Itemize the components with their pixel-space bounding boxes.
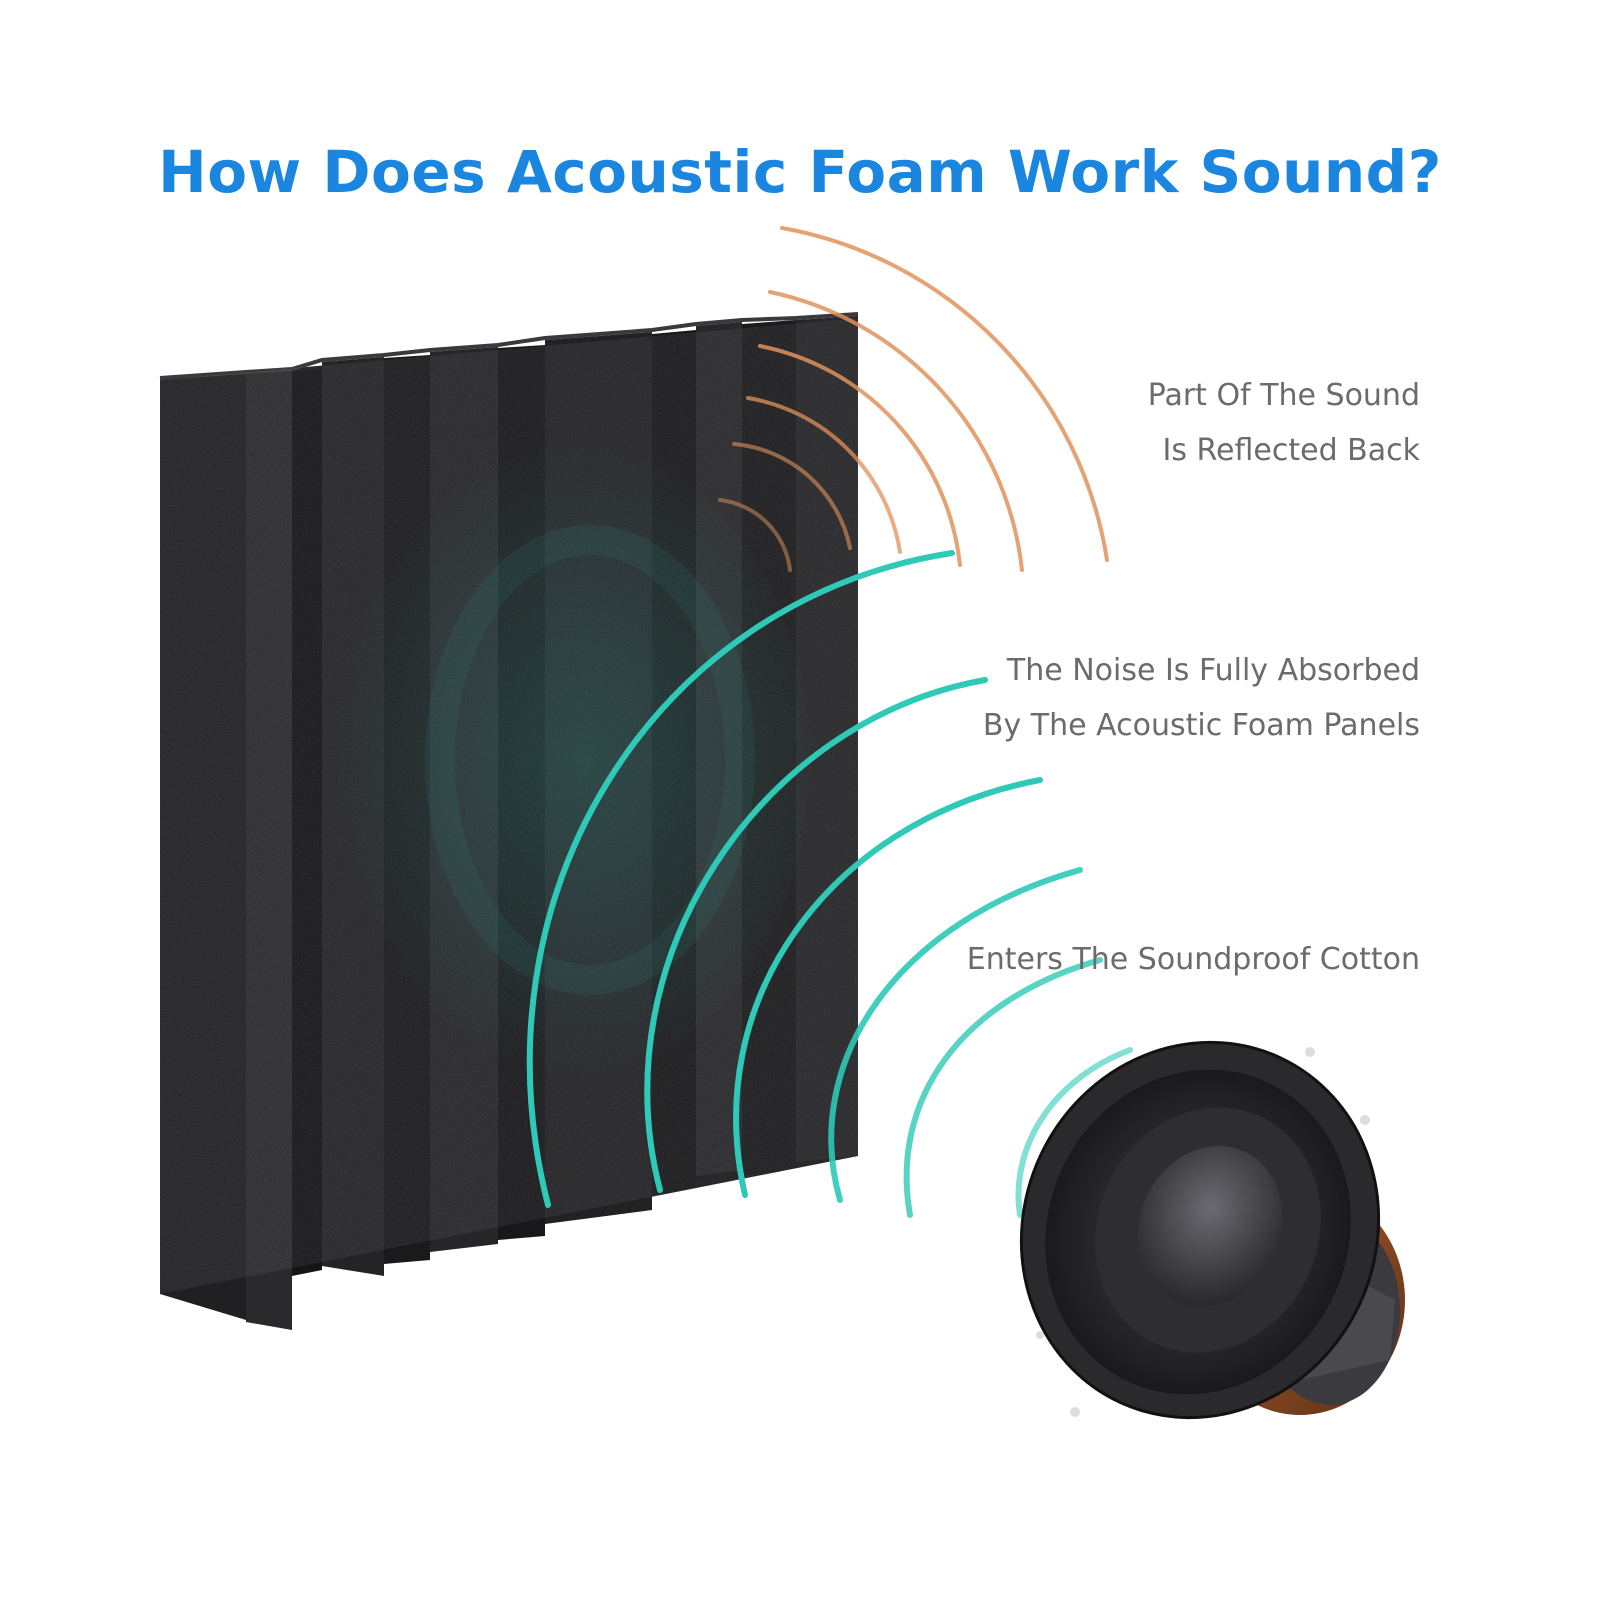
- label-enters: Enters The Soundproof Cotton: [940, 932, 1420, 987]
- label-absorbed-line-2: By The Acoustic Foam Panels: [982, 708, 1420, 743]
- speaker-dome: [1137, 1146, 1283, 1306]
- speaker-icon: [1019, 1040, 1405, 1420]
- label-reflected: Part Of The Sound Is Reflected Back: [1100, 368, 1420, 478]
- label-absorbed-line-1: The Noise Is Fully Absorbed: [1006, 653, 1420, 688]
- acoustic-foam-panel: [159, 312, 859, 1330]
- label-reflected-line-1: Part Of The Sound: [1147, 378, 1420, 413]
- label-enters-line: Enters The Soundproof Cotton: [966, 942, 1420, 977]
- page-title: How Does Acoustic Foam Work Sound?: [158, 138, 1442, 206]
- reflected-sound-waves: [718, 226, 1109, 572]
- label-absorbed: The Noise Is Fully Absorbed By The Acous…: [960, 643, 1420, 753]
- label-reflected-line-2: Is Reflected Back: [1162, 433, 1420, 468]
- absorbed-sound-waves: [526, 550, 1133, 1218]
